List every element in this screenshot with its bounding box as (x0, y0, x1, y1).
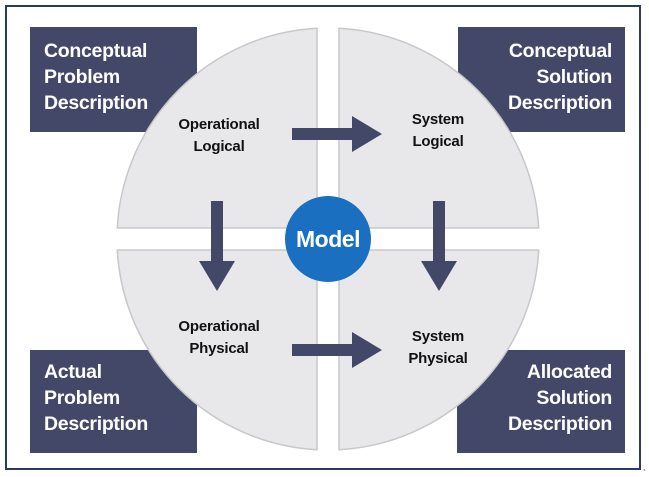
system-physical-label: System Physical (368, 326, 508, 370)
box-label-line: Allocated (526, 361, 612, 383)
quadrant-system-logical (338, 27, 540, 229)
quadrant-label-line: System (411, 111, 465, 128)
box-label-line: Description (508, 92, 612, 114)
arrow-right-logical-icon (292, 116, 382, 152)
quadrant-label-line: Operational (178, 318, 260, 335)
quadrant-label-line: Physical (189, 340, 249, 357)
actual-problem-description-box: Actual Problem Description (30, 350, 197, 453)
box-label-line: Description (44, 92, 148, 114)
operational-logical-label: Operational Logical (149, 114, 289, 158)
box-label-line: Solution (536, 66, 612, 88)
conceptual-problem-description-box: Conceptual Problem Description (30, 27, 197, 132)
quadrant-label-line: Operational (178, 116, 260, 133)
trailing-mark: , (643, 463, 646, 472)
model-center-circle: Model (285, 196, 371, 282)
box-label-line: Description (44, 413, 148, 435)
box-label-line: Description (508, 413, 612, 435)
arrow-down-operational-icon (199, 201, 235, 291)
system-logical-label: System Logical (368, 109, 508, 153)
box-label-line: Conceptual (508, 40, 612, 62)
model-label: Model (296, 225, 360, 252)
arrow-down-system-icon (421, 201, 457, 291)
box-label-line: Conceptual (44, 40, 148, 62)
quadrant-label-line: Physical (408, 350, 468, 367)
box-label-line: Problem (44, 66, 120, 88)
box-label-line: Actual (44, 361, 102, 383)
quadrant-system-physical (338, 249, 540, 451)
operational-physical-label: Operational Physical (149, 316, 289, 360)
box-label-line: Solution (536, 387, 612, 409)
arrow-right-physical-icon (292, 332, 382, 368)
quadrant-label-line: System (411, 328, 465, 345)
quadrant-operational-physical (116, 249, 318, 451)
quadrant-label-line: Logical (412, 133, 464, 150)
quadrant-label-line: Logical (193, 138, 245, 155)
quadrant-operational-logical (116, 27, 318, 229)
box-label-line: Problem (44, 387, 120, 409)
